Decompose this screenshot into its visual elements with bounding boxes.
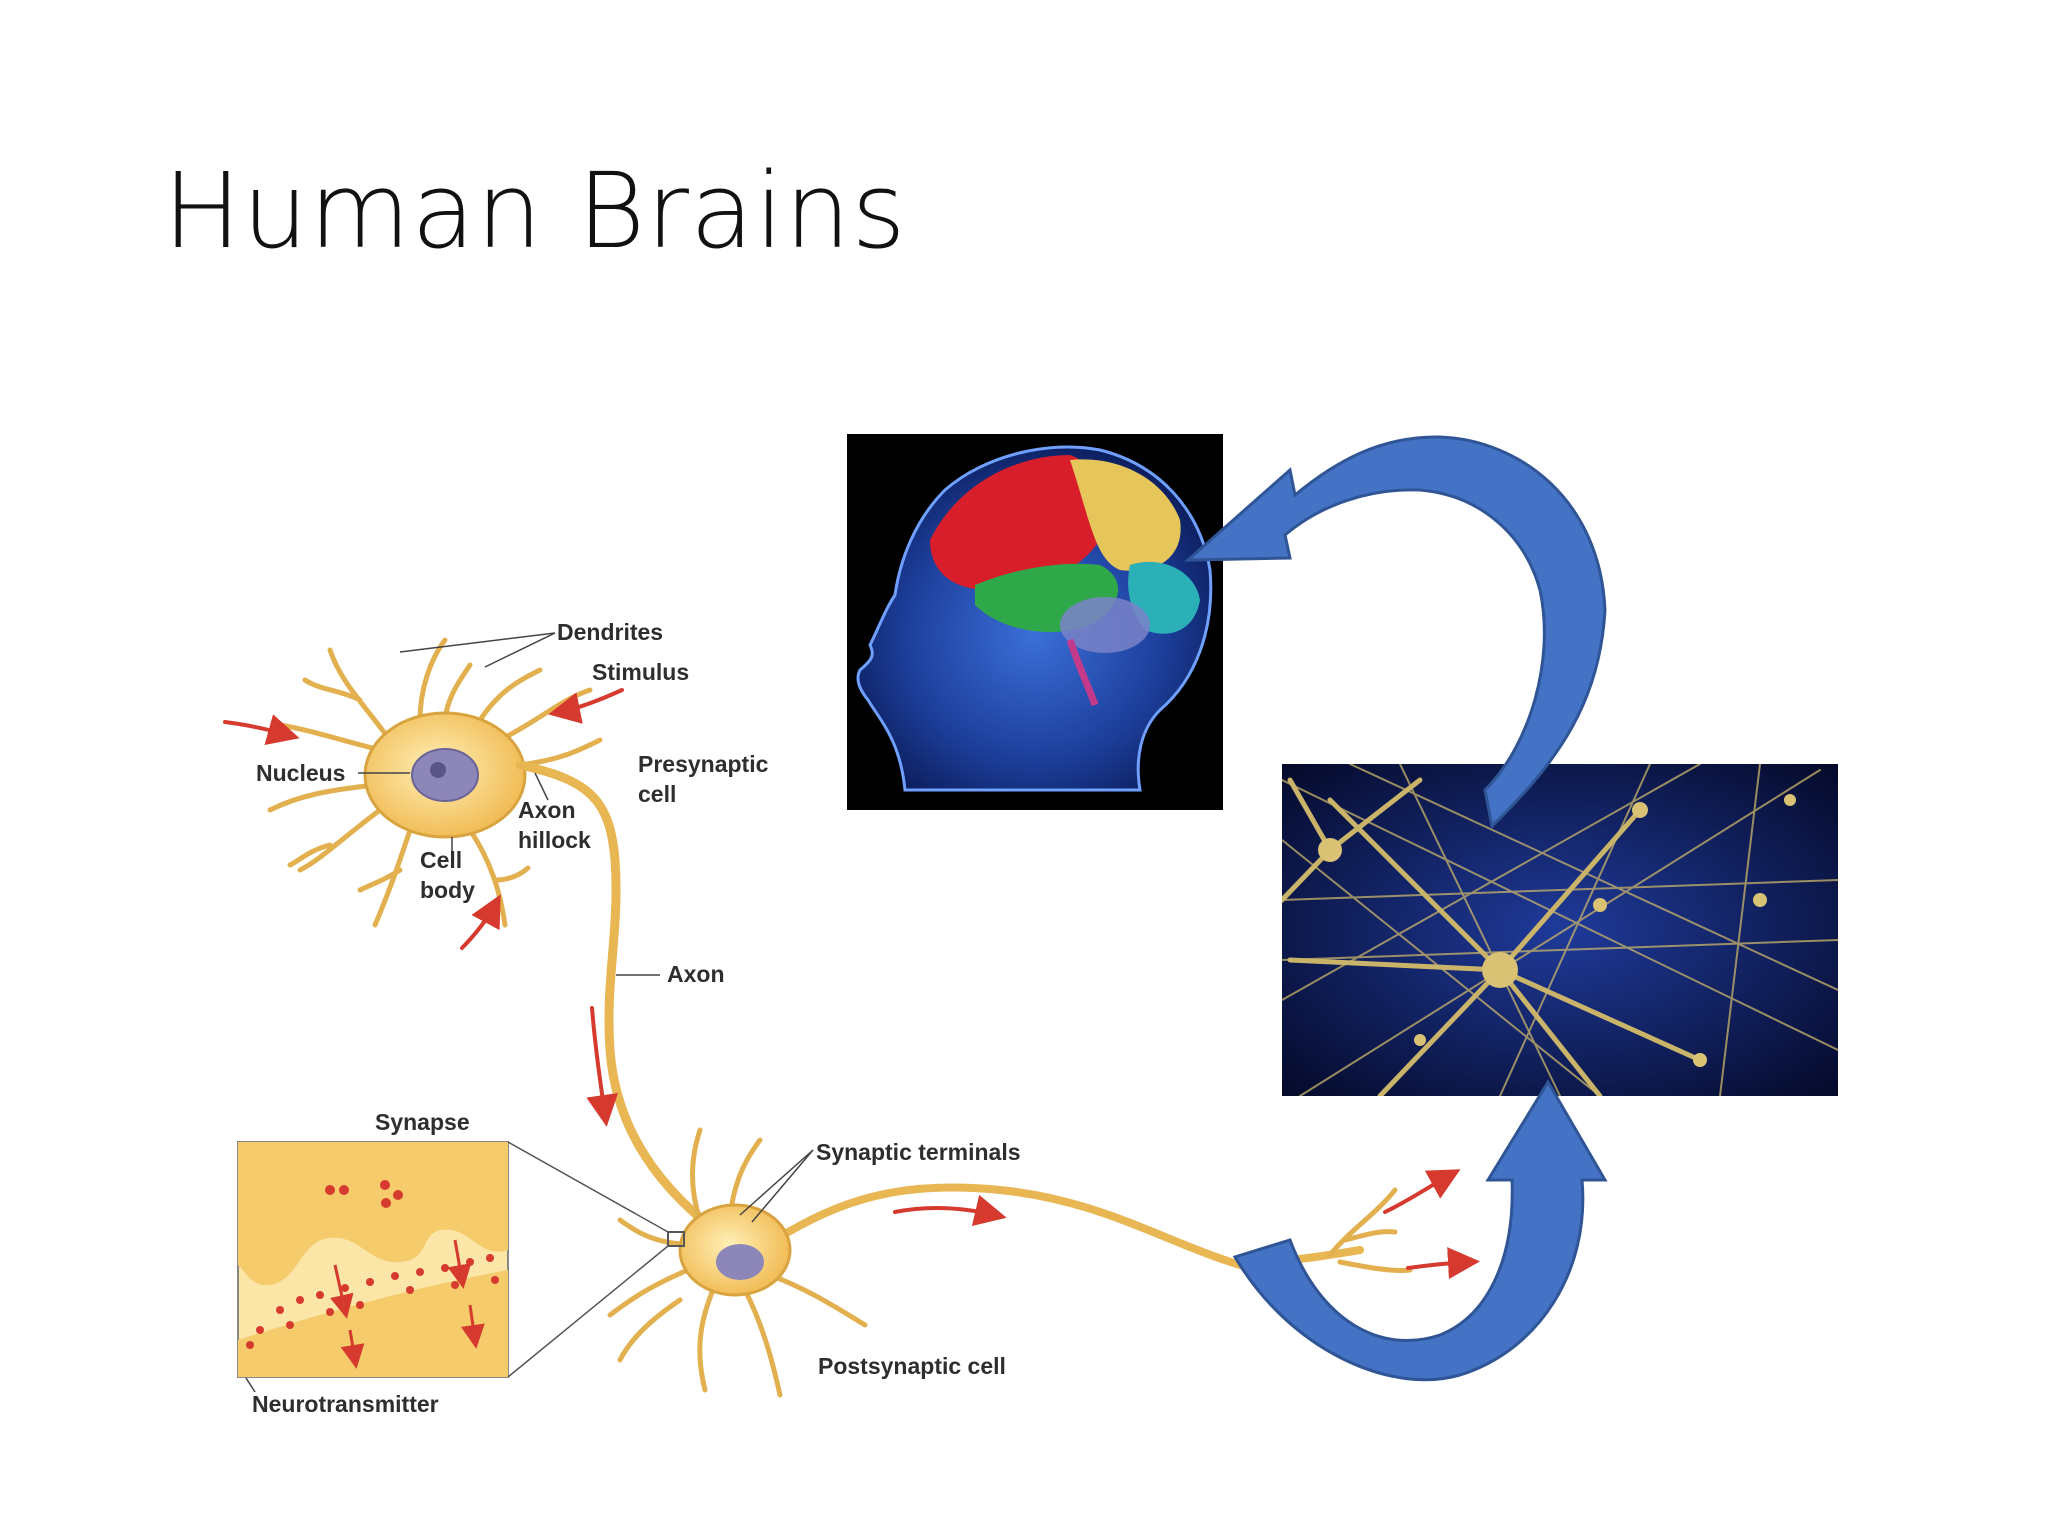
label-presynaptic-line1: Presynaptic	[638, 751, 769, 777]
label-postsynaptic-cell: Postsynaptic cell	[818, 1353, 1006, 1379]
label-axon-hillock-line1: Axon	[518, 797, 576, 823]
label-nucleus: Nucleus	[256, 760, 345, 786]
label-neurotransmitter: Neurotransmitter	[252, 1391, 439, 1417]
label-dendrites: Dendrites	[557, 619, 663, 645]
nucleus	[411, 748, 479, 802]
parietal-lobe-shape	[1070, 459, 1181, 571]
curved-arrow-network-to-brain	[1183, 435, 1607, 830]
label-cell-body-line1: Cell	[420, 847, 462, 873]
label-synapse: Synapse	[375, 1109, 470, 1135]
frontal-lobe-shape	[930, 455, 1104, 590]
signal-arrows	[223, 688, 1480, 1280]
axon	[515, 760, 720, 1235]
cerebellum-shape	[1060, 597, 1150, 653]
leader-lines	[245, 632, 814, 1393]
label-axon: Axon	[667, 961, 725, 987]
synapse-inset	[237, 1141, 669, 1378]
neural-network-image	[1282, 764, 1838, 1096]
label-cell-body-line2: body	[420, 877, 475, 903]
label-presynaptic-line2: cell	[638, 781, 676, 807]
slide-title: Human Brains	[163, 150, 907, 272]
label-axon-hillock-line2: hillock	[518, 827, 591, 853]
synapse-marker	[667, 1231, 685, 1247]
neuron-diagram: Dendrites Stimulus Nucleus Axon hillock …	[223, 619, 1480, 1417]
presynaptic-dendrites	[267, 637, 603, 928]
axon-terminals	[1327, 1187, 1413, 1273]
curved-arrow-neuron-to-network	[1232, 1079, 1608, 1382]
human-head-brain-image	[847, 434, 1223, 810]
label-stimulus: Stimulus	[592, 659, 689, 685]
brainstem-shape	[1066, 638, 1099, 707]
label-synaptic-terminals: Synaptic terminals	[816, 1139, 1021, 1165]
